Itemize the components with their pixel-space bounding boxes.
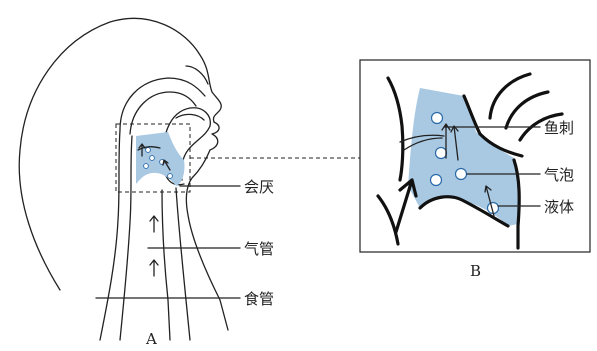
caption-b: B bbox=[470, 262, 481, 280]
label-fishbone: 鱼刺 bbox=[544, 119, 574, 137]
face-profile bbox=[186, 66, 208, 84]
label-bubble: 气泡 bbox=[544, 166, 574, 184]
figure-b bbox=[360, 60, 590, 252]
label-epiglottis: 会厌 bbox=[244, 178, 274, 196]
pharynx-back-wall bbox=[100, 130, 120, 340]
label-trachea: 气管 bbox=[244, 240, 274, 258]
label-esophagus: 食管 bbox=[244, 290, 274, 308]
palate bbox=[176, 114, 204, 120]
trachea-back bbox=[162, 190, 170, 340]
label-liquid: 液体 bbox=[544, 198, 574, 216]
nasal-inner bbox=[130, 92, 196, 134]
caption-a: A bbox=[145, 330, 157, 348]
liquid-region-a bbox=[136, 132, 185, 186]
figure-a bbox=[19, 18, 360, 340]
pharynx-inner-wall bbox=[120, 136, 132, 340]
head-outline bbox=[19, 18, 221, 290]
mouth-profile bbox=[186, 122, 228, 330]
